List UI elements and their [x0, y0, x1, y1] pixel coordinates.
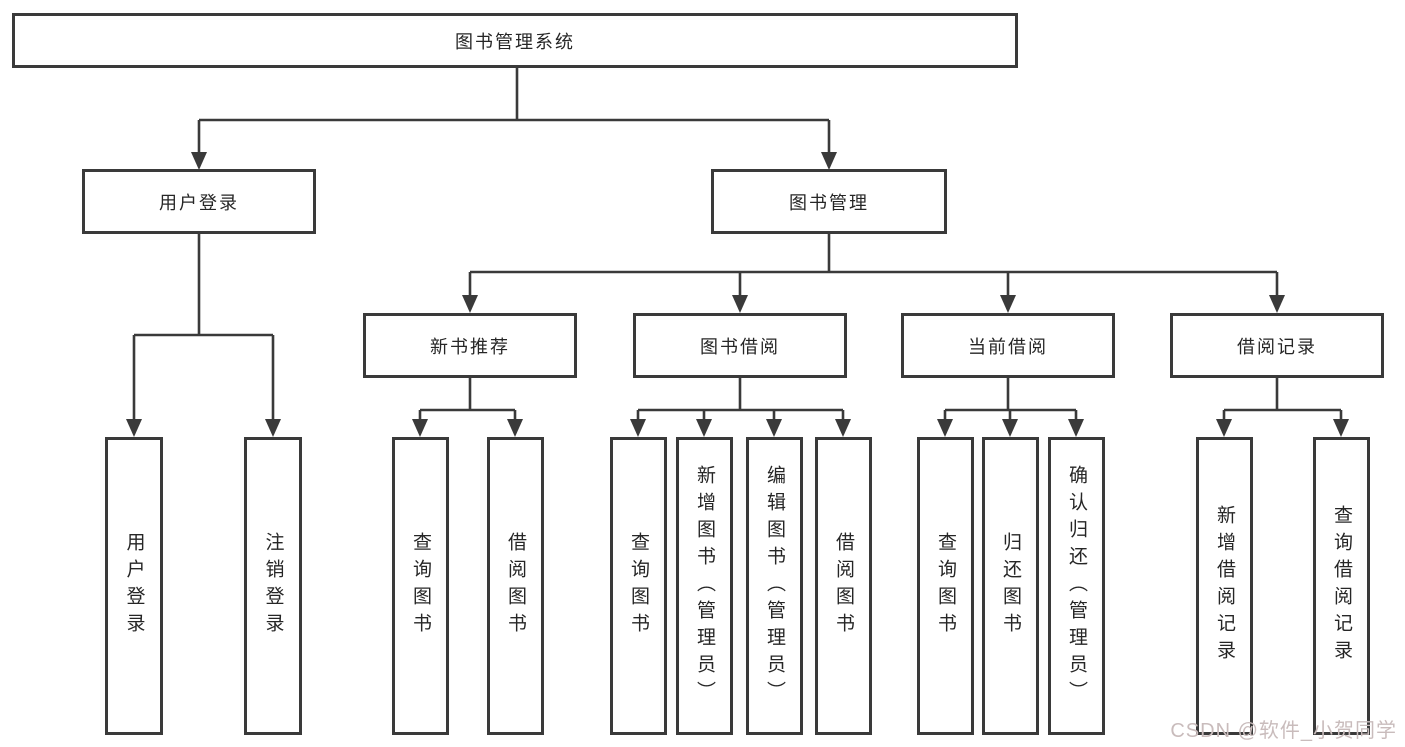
leaf-query-book: 查询图书	[917, 437, 974, 735]
node-label: 图书借阅	[700, 336, 780, 357]
node-label: 当前借阅	[968, 336, 1048, 357]
node-label: 编辑图书（管理员）	[764, 464, 785, 708]
leaf-user-login: 用户登录	[105, 437, 163, 735]
leaf-confirm-return-admin: 确认归还（管理员）	[1048, 437, 1105, 735]
node-label: 用户登录	[159, 192, 239, 213]
node-label: 归还图书	[1000, 532, 1021, 640]
leaf-query-borrow-record: 查询借阅记录	[1313, 437, 1370, 735]
leaf-borrow-book: 借阅图书	[815, 437, 872, 735]
node-user-login: 用户登录	[82, 169, 316, 234]
leaf-return-book: 归还图书	[982, 437, 1039, 735]
leaf-logout: 注销登录	[244, 437, 302, 735]
node-library-system: 图书管理系统	[12, 13, 1018, 68]
node-book-management: 图书管理	[711, 169, 947, 234]
node-new-book-recommend: 新书推荐	[363, 313, 577, 378]
leaf-edit-book-admin: 编辑图书（管理员）	[746, 437, 803, 735]
node-label: 图书管理	[789, 192, 869, 213]
leaf-borrow-book: 借阅图书	[487, 437, 544, 735]
node-label: 确认归还（管理员）	[1066, 464, 1087, 708]
leaf-add-borrow-record: 新增借阅记录	[1196, 437, 1253, 735]
node-label: 查询图书	[935, 532, 956, 640]
node-label: 新增图书（管理员）	[694, 464, 715, 708]
node-label: 查询借阅记录	[1331, 505, 1352, 667]
node-label: 借阅图书	[833, 532, 854, 640]
leaf-add-book-admin: 新增图书（管理员）	[676, 437, 733, 735]
node-label: 借阅记录	[1237, 336, 1317, 357]
node-borrow-records: 借阅记录	[1170, 313, 1384, 378]
node-label: 注销登录	[262, 532, 284, 640]
node-label: 图书管理系统	[455, 31, 575, 52]
node-label: 查询图书	[628, 532, 649, 640]
node-label: 查询图书	[410, 532, 431, 640]
node-current-borrow: 当前借阅	[901, 313, 1115, 378]
csdn-watermark: CSDN @软件_小贺同学	[1170, 720, 1397, 742]
node-label: 借阅图书	[505, 532, 526, 640]
node-label: 新增借阅记录	[1214, 505, 1235, 667]
leaf-query-book: 查询图书	[392, 437, 449, 735]
node-book-borrow: 图书借阅	[633, 313, 847, 378]
node-label: 用户登录	[123, 532, 145, 640]
node-label: 新书推荐	[430, 336, 510, 357]
leaf-query-book: 查询图书	[610, 437, 667, 735]
